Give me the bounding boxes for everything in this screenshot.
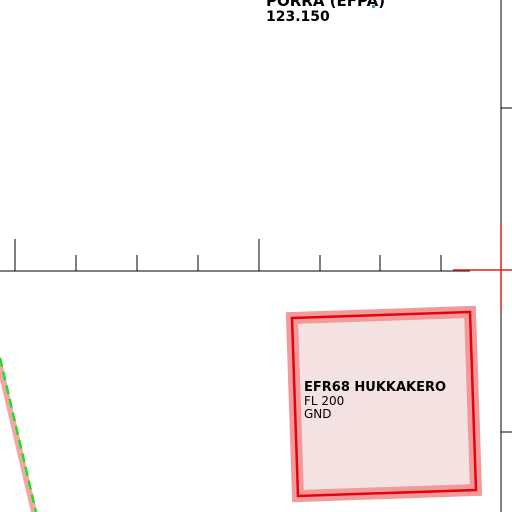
route-line bbox=[0, 357, 38, 512]
crosshair-icon bbox=[453, 224, 512, 312]
restricted-area-name: EFR68 HUKKAKERO bbox=[304, 380, 447, 395]
scale-bar bbox=[0, 239, 470, 272]
restricted-area-upper-limit: FL 200 bbox=[304, 394, 345, 408]
frequency-value: 123.150 bbox=[266, 9, 330, 25]
restricted-area-lower-limit: GND bbox=[304, 407, 332, 421]
restricted-area-efr68[interactable] bbox=[285, 305, 483, 503]
navaid-marker-icon bbox=[368, 1, 375, 8]
frequency-station-name: PORRA (EFPA) bbox=[266, 0, 386, 10]
